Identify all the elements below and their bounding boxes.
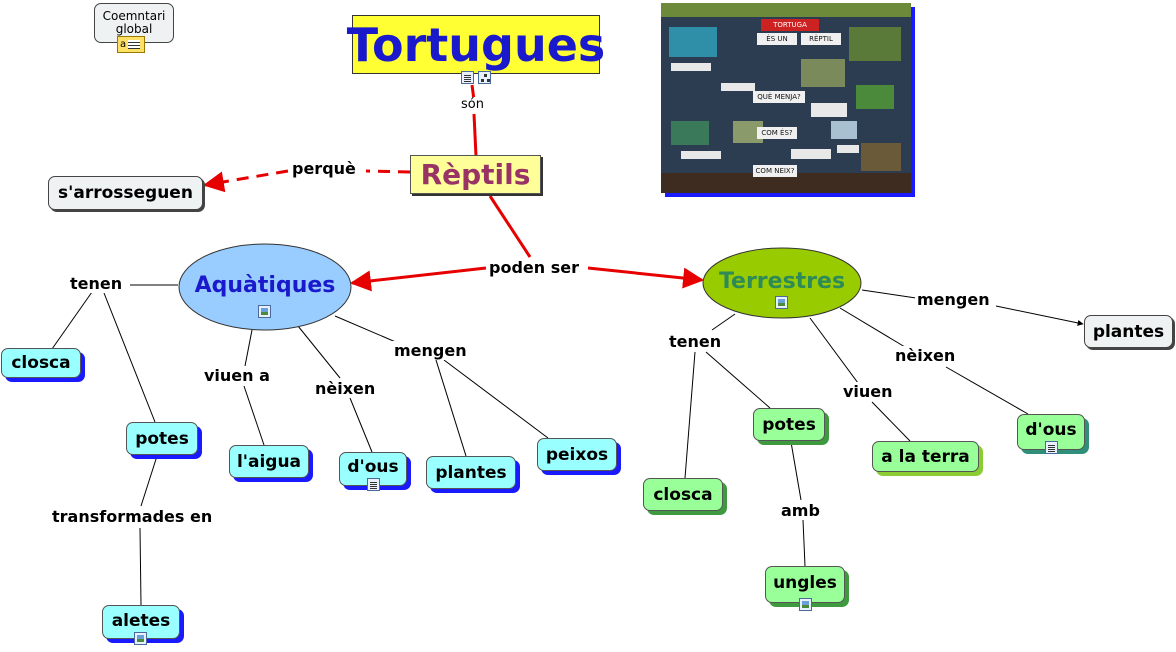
link-potes-transformades xyxy=(140,455,158,507)
poster-label: QUÈ MENJA? xyxy=(753,91,805,103)
link-terrestres-mengen xyxy=(861,289,917,299)
link-tenen-closca-t xyxy=(684,351,696,479)
link-tenen-potes-t xyxy=(705,351,771,409)
plantes-label: plantes xyxy=(435,462,507,483)
link-aquatiques-mengen xyxy=(334,315,399,344)
link-terrestres-neixen xyxy=(839,307,906,348)
potes-label: potes xyxy=(135,428,189,449)
document-icon[interactable] xyxy=(461,71,474,84)
closca-label: closca xyxy=(653,484,713,505)
link-aquatiques-viuen xyxy=(244,329,253,367)
link-podenser-aquatiques xyxy=(349,266,487,292)
aigua-node[interactable]: l'aigua xyxy=(229,445,309,478)
poster-label: RÈPTIL xyxy=(801,33,841,45)
closca-label: closca xyxy=(11,353,71,373)
aquatiques-node[interactable]: Aquàtiques xyxy=(180,270,350,300)
link-reptils-podenser xyxy=(488,195,532,258)
link-tenen-potes xyxy=(103,292,156,423)
potes-node[interactable]: potes xyxy=(126,422,198,455)
peixos-node[interactable]: peixos xyxy=(537,438,617,471)
title-node[interactable]: Tortugues xyxy=(347,15,605,74)
document-icon[interactable] xyxy=(1045,441,1058,454)
potes-label: potes xyxy=(762,414,816,435)
link-son-reptils xyxy=(472,113,478,157)
terrestres-node[interactable]: Terrestres xyxy=(708,266,856,296)
terrestres-shape xyxy=(702,247,862,319)
link-label-son: són xyxy=(459,97,486,112)
document-icon[interactable] xyxy=(367,478,380,491)
link-potes-amb xyxy=(790,441,802,501)
aigua-label: l'aigua xyxy=(236,451,302,472)
link-label-tenen: tenen xyxy=(667,332,724,351)
link-transformades-aletes xyxy=(139,527,142,606)
turtle-poster-photo[interactable]: TORTUGA ÉS UN RÈPTIL QUÈ MENJA? COM ÉS? … xyxy=(661,3,911,193)
image-icon[interactable] xyxy=(775,296,788,309)
link-label-viuen: viuen xyxy=(841,382,895,401)
link-label-viuen-a: viuen a xyxy=(202,366,272,385)
link-terrestres-tenen xyxy=(711,313,736,331)
submap-icon[interactable] xyxy=(478,71,491,84)
link-label-amb: amb xyxy=(779,501,822,520)
link-terrestres-viuen xyxy=(809,317,859,384)
link-label-perque: perquè xyxy=(290,159,358,178)
arrosseguen-node[interactable]: s'arrosseguen xyxy=(48,176,203,210)
ungles-node[interactable]: ungles xyxy=(765,566,845,603)
link-label-neixen: nèixen xyxy=(893,346,958,365)
poster-label: COM ÉS? xyxy=(757,127,797,139)
aquatiques-shape xyxy=(178,243,352,331)
link-mengen-peixos xyxy=(443,359,549,439)
link-label-mengen: mengen xyxy=(392,341,469,360)
a-la-terra-label: a la terra xyxy=(881,446,970,467)
reptils-label: Rèptils xyxy=(420,158,531,191)
peixos-label: peixos xyxy=(545,444,609,465)
global-comment-label: Coemntari global xyxy=(102,9,166,36)
link-podenser-terrestres xyxy=(587,266,705,289)
plantes-label: plantes xyxy=(1092,321,1165,342)
link-reptils-perque xyxy=(365,169,411,174)
potes-node[interactable]: potes xyxy=(753,408,825,441)
link-amb-ungles xyxy=(802,519,806,567)
link-mengen-plantes-t xyxy=(995,305,1084,326)
arrosseguen-label: s'arrosseguen xyxy=(58,183,193,203)
dous-node[interactable]: d'ous xyxy=(339,452,407,486)
closca-node[interactable]: closca xyxy=(643,478,723,511)
link-label-poden-ser: poden ser xyxy=(487,258,581,277)
link-label-tenen: tenen xyxy=(68,274,125,293)
link-label-neixen: nèixen xyxy=(313,379,378,398)
poster-label: ÉS UN xyxy=(757,33,797,45)
link-perque-arrosseguen xyxy=(202,169,289,193)
aquatiques-label: Aquàtiques xyxy=(194,272,336,298)
link-viuen-terra xyxy=(871,401,911,442)
image-icon[interactable] xyxy=(799,598,812,611)
image-icon[interactable] xyxy=(258,305,271,318)
link-mengen-plantes xyxy=(435,359,467,457)
aletes-label: aletes xyxy=(111,611,171,631)
link-neixen-dous-t xyxy=(945,366,1029,415)
poster-label: COM NEIX? xyxy=(753,165,797,177)
dous-label: d'ous xyxy=(347,457,399,477)
terrestres-label: Terrestres xyxy=(718,268,846,294)
plantes-node[interactable]: plantes xyxy=(426,456,516,489)
note-icon[interactable]: a xyxy=(117,36,145,53)
dous-label: d'ous xyxy=(1025,420,1077,440)
ungles-label: ungles xyxy=(773,573,837,593)
plantes-node[interactable]: plantes xyxy=(1084,315,1173,348)
link-neixen-dous xyxy=(349,397,373,453)
title-text: Tortugues xyxy=(346,17,606,72)
link-aquatiques-neixen xyxy=(297,325,341,379)
link-viuen-aigua xyxy=(243,385,265,446)
poster-label: TORTUGA xyxy=(761,19,819,31)
reptils-node[interactable]: Rèptils xyxy=(410,155,541,194)
link-tenen-closca xyxy=(51,291,93,350)
image-icon[interactable] xyxy=(134,632,147,645)
a-la-terra-node[interactable]: a la terra xyxy=(872,441,979,472)
link-label-transformades: transformades en xyxy=(50,507,215,526)
closca-node[interactable]: closca xyxy=(1,348,81,378)
link-label-mengen: mengen xyxy=(915,290,992,309)
